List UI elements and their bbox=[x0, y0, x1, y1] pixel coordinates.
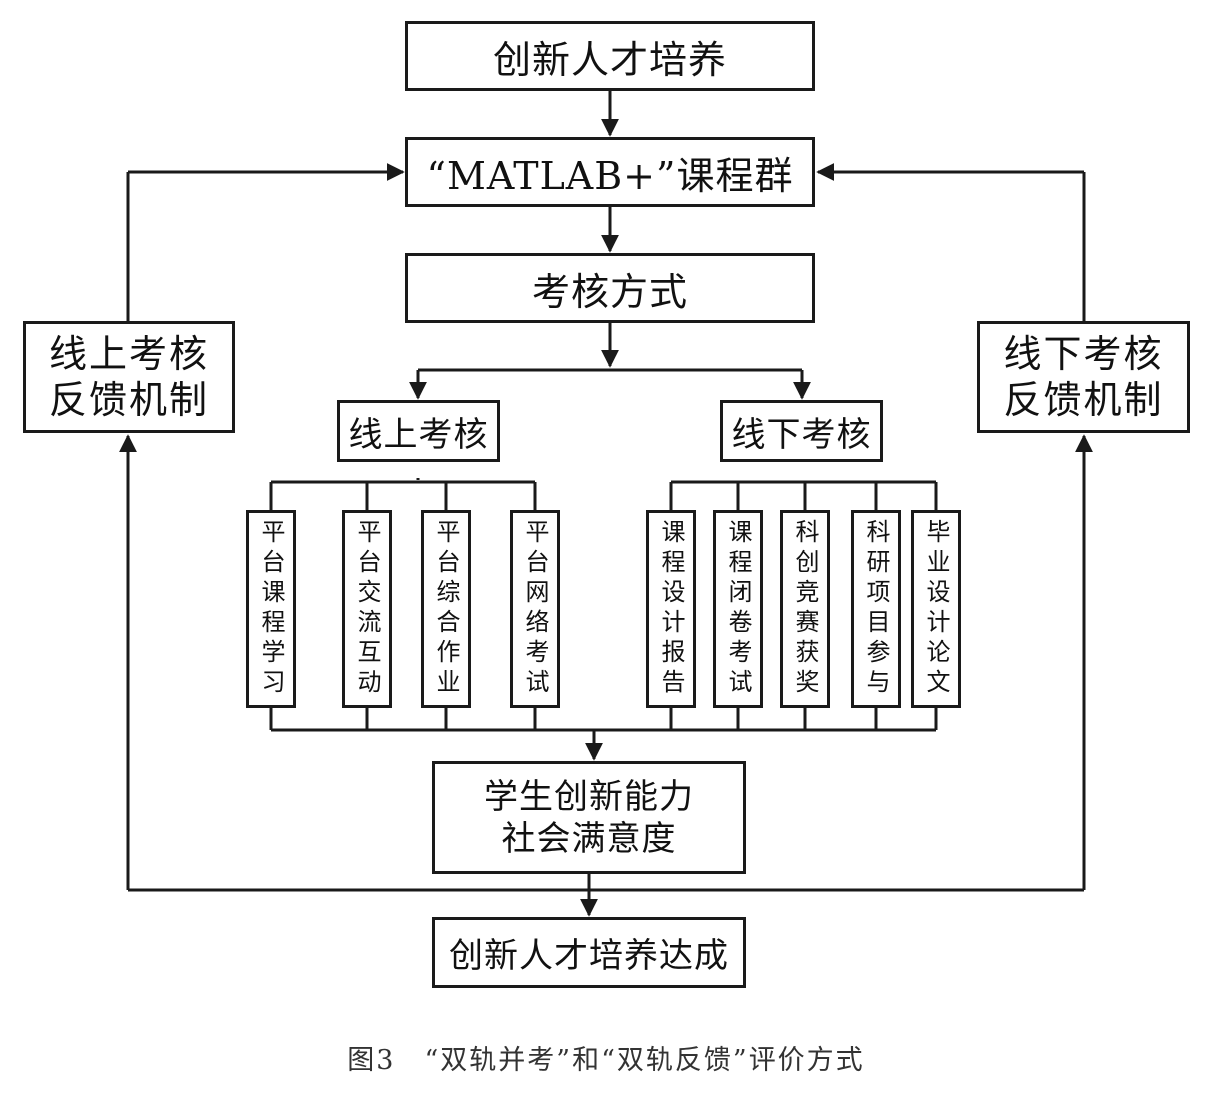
online-item-label: 平台交流互动 bbox=[353, 519, 381, 699]
node-offline-feedback: 线下考核 反馈机制 bbox=[977, 321, 1190, 433]
offline-item-label: 科创竞赛获奖 bbox=[791, 519, 819, 699]
node-course-group: “MATLAB+”课程群 bbox=[405, 137, 815, 207]
node-online-label: 线上考核 bbox=[348, 414, 489, 455]
node-online: 线上考核 bbox=[337, 400, 500, 462]
figure-caption: 图3 “双轨并考”和“双轨反馈”评价方式 bbox=[347, 1045, 865, 1076]
offline-item: 课程设计报告 bbox=[646, 510, 696, 708]
offline-feedback-line-1: 线下考核 bbox=[1003, 332, 1164, 376]
offline-item-label: 毕业设计论文 bbox=[922, 519, 950, 699]
online-item-label: 平台网络考试 bbox=[521, 519, 549, 699]
online-item: 平台交流互动 bbox=[342, 510, 392, 708]
offline-item-label: 科研项目参与 bbox=[862, 519, 890, 699]
online-item: 平台综合作业 bbox=[421, 510, 471, 708]
online-feedback-line-2: 反馈机制 bbox=[48, 378, 209, 422]
offline-item: 课程闭卷考试 bbox=[713, 510, 763, 708]
node-assessment: 考核方式 bbox=[405, 253, 815, 323]
node-goal: 创新人才培养 bbox=[405, 21, 815, 91]
online-item-label: 平台课程学习 bbox=[257, 519, 285, 699]
node-result-label: 创新人才培养达成 bbox=[449, 936, 729, 976]
online-item-label: 平台综合作业 bbox=[432, 519, 460, 699]
node-offline-label: 线下考核 bbox=[731, 414, 872, 455]
node-course-group-label: “MATLAB+”课程群 bbox=[426, 153, 794, 198]
online-item: 平台网络考试 bbox=[510, 510, 560, 708]
offline-item-label: 课程闭卷考试 bbox=[724, 519, 752, 699]
node-online-feedback: 线上考核 反馈机制 bbox=[23, 321, 235, 433]
offline-item: 毕业设计论文 bbox=[911, 510, 961, 708]
online-item: 平台课程学习 bbox=[246, 510, 296, 708]
offline-item: 科研项目参与 bbox=[851, 510, 901, 708]
node-goal-label: 创新人才培养 bbox=[492, 37, 727, 82]
offline-item-label: 课程设计报告 bbox=[657, 519, 685, 699]
outcome-line-1: 学生创新能力 bbox=[484, 776, 694, 817]
node-offline: 线下考核 bbox=[720, 400, 883, 462]
outcome-line-2: 社会满意度 bbox=[501, 818, 677, 859]
node-result: 创新人才培养达成 bbox=[432, 917, 746, 988]
offline-feedback-line-2: 反馈机制 bbox=[1003, 378, 1164, 422]
online-feedback-line-1: 线上考核 bbox=[48, 332, 209, 376]
node-outcome: 学生创新能力 社会满意度 bbox=[432, 761, 746, 874]
node-assessment-label: 考核方式 bbox=[531, 269, 688, 314]
offline-item: 科创竞赛获奖 bbox=[780, 510, 830, 708]
